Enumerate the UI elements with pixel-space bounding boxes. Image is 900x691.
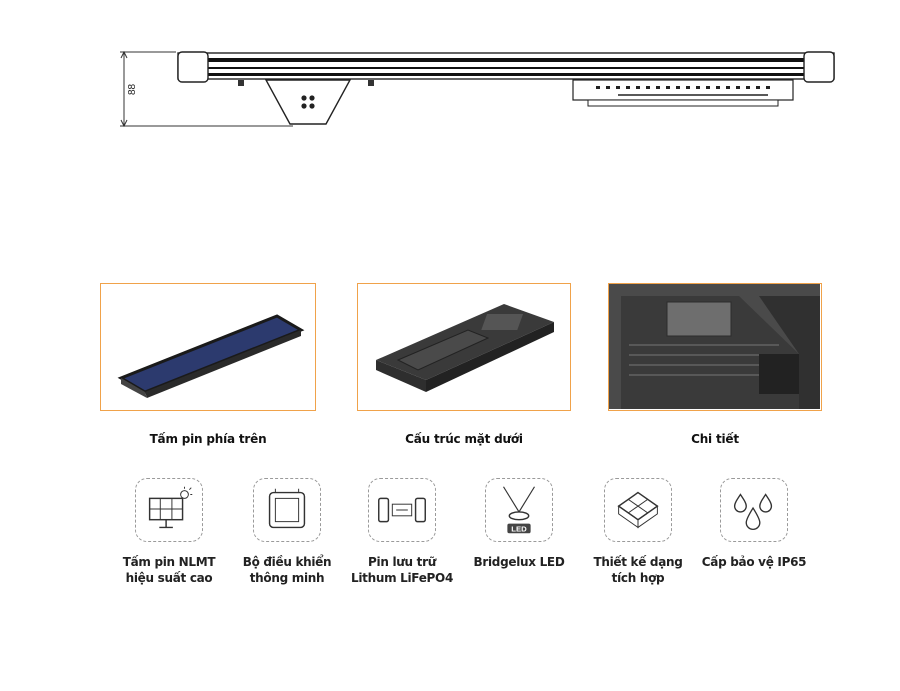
dimension-marker [120, 50, 293, 128]
feature-design-line2: tích hợp [611, 571, 665, 585]
feature-integrated-design: Thiết kế dạng tích hợp [573, 478, 703, 586]
feature-solar-panel: Tấm pin NLMT hiệu suất cao [104, 478, 234, 586]
led-chip-icon: LED [485, 478, 553, 542]
photo-bottom-structure [357, 283, 571, 411]
photo-top-panel [100, 283, 316, 411]
caption-bottom-structure: Cấu trúc mặt dưới [405, 432, 523, 446]
feature-led-line1: Bridgelux LED [473, 555, 565, 569]
lamp-side-view-drawing: 88 [120, 50, 835, 128]
caption-top-panel: Tấm pin phía trên [149, 432, 267, 446]
smart-controller-icon [253, 478, 321, 542]
feature-smart-controller: Bộ điều khiển thông minh [222, 478, 352, 586]
feature-ip65: Cấp bảo vệ IP65 [689, 478, 819, 570]
left-end-cap [177, 51, 209, 83]
led-module-housing [572, 79, 794, 107]
battery-icon [368, 478, 436, 542]
feature-battery-line1: Pin lưu trữ [368, 555, 436, 569]
dimension-label: 88 [127, 83, 138, 95]
puzzle-icon [604, 478, 672, 542]
feature-controller-line2: thông minh [249, 571, 325, 585]
water-drops-icon [720, 478, 788, 542]
feature-battery-line2: Lithum LiFePO4 [350, 571, 454, 585]
photo-detail [608, 283, 822, 411]
led-badge-text: LED [511, 524, 527, 533]
right-end-cap [803, 51, 835, 83]
feature-design-line1: Thiết kế dạng [593, 555, 683, 569]
solar-panel-icon [135, 478, 203, 542]
mounting-bracket [264, 79, 352, 125]
feature-ip65-line1: Cấp bảo vệ IP65 [701, 555, 807, 569]
feature-solar-line2: hiệu suất cao [125, 571, 213, 585]
feature-led: LED Bridgelux LED [454, 478, 584, 570]
feature-solar-line1: Tấm pin NLMT [122, 555, 216, 569]
feature-controller-line1: Bộ điều khiển [242, 555, 332, 569]
caption-detail: Chi tiết [691, 432, 739, 446]
